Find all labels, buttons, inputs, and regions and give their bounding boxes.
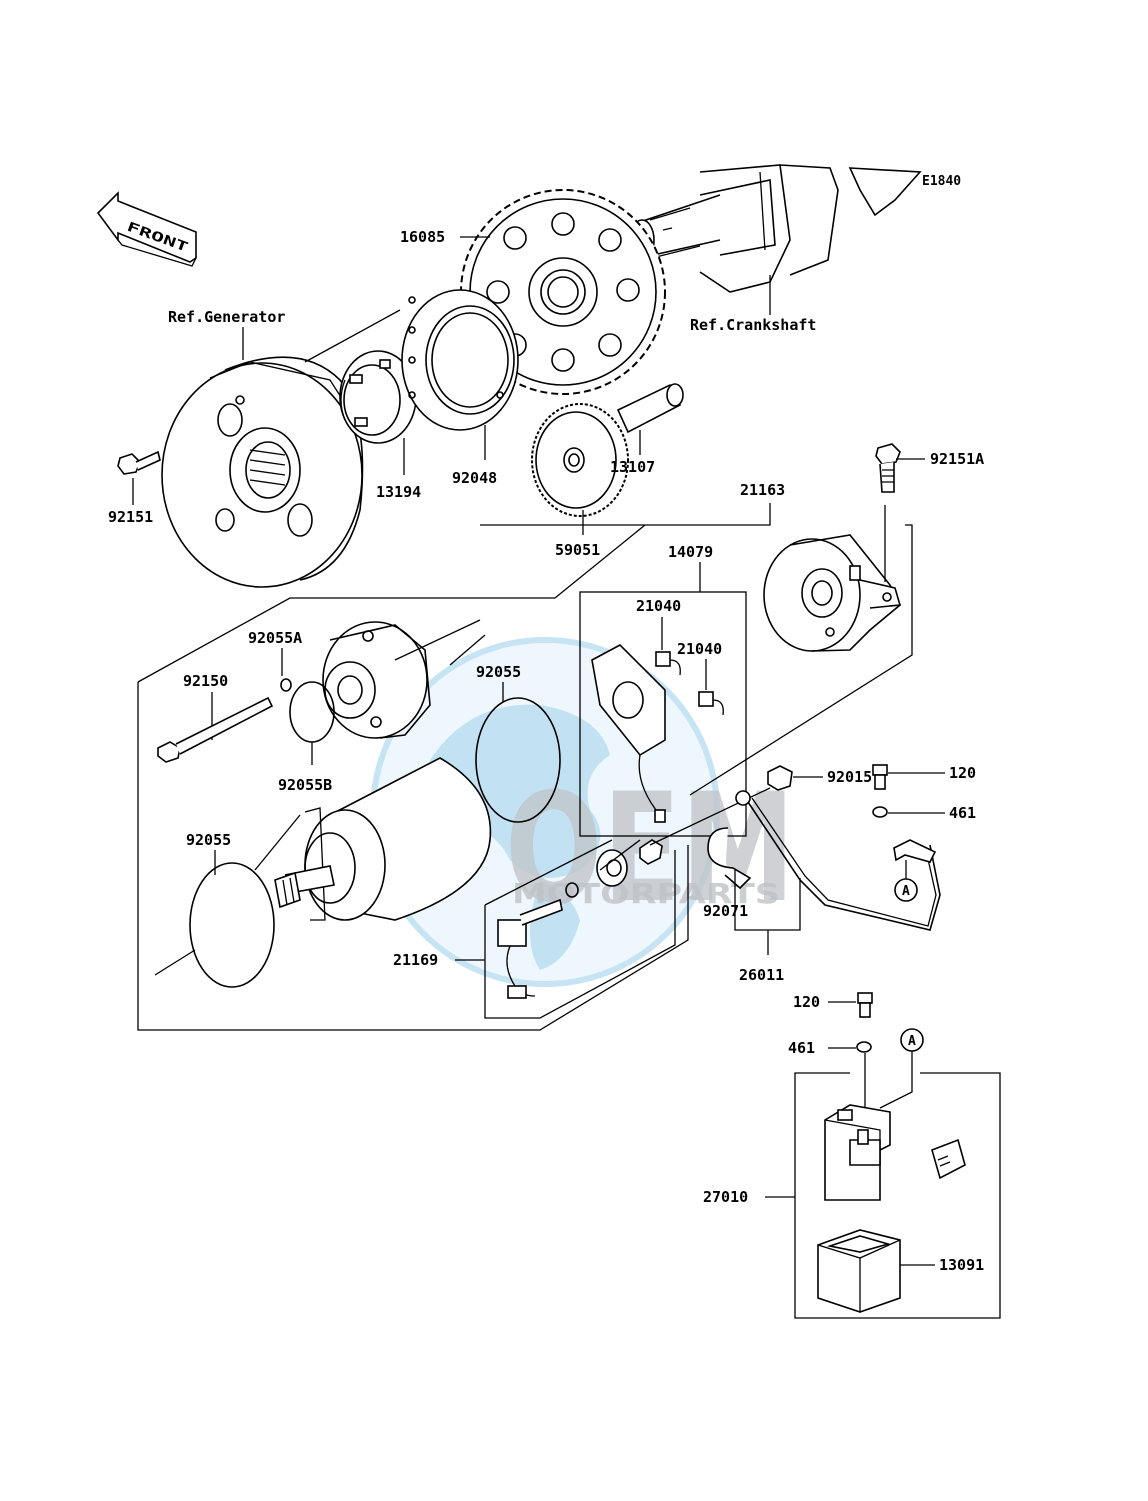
part-label-16085: 16085 <box>400 228 445 246</box>
terminal-insulator <box>596 849 628 887</box>
front-direction-arrow: FRONT <box>96 191 197 267</box>
starter-end-cover-21163 <box>763 534 902 652</box>
o-ring-92055-bottom <box>189 862 275 988</box>
part-label-13107: 13107 <box>610 458 655 476</box>
part-label-14079: 14079 <box>668 543 713 561</box>
part-label-59051: 59051 <box>555 541 600 559</box>
part-label-92151: 92151 <box>108 508 153 526</box>
part-label-92055A: 92055A <box>248 629 302 647</box>
callout-a-lower-letter: A <box>908 1034 916 1049</box>
part-label-92048: 92048 <box>452 469 497 487</box>
front-cover <box>322 621 431 739</box>
part-label-92055-top: 92055 <box>476 663 521 681</box>
o-ring-92055A <box>280 678 292 692</box>
part-label-13194: 13194 <box>376 483 421 501</box>
ref-generator-label: Ref.Generator <box>168 308 285 326</box>
starter-cable-26011 <box>707 790 941 931</box>
ref-crankshaft-label: Ref.Crankshaft <box>690 316 816 334</box>
bolt-92151 <box>117 450 161 475</box>
terminal-bolt-21169 <box>497 898 563 999</box>
nut-92015 <box>767 765 793 791</box>
part-label-92071: 92071 <box>703 902 748 920</box>
brush-21040-a <box>655 651 681 676</box>
part-label-461-upper: 461 <box>949 804 976 822</box>
part-label-21163: 21163 <box>740 481 785 499</box>
part-label-21040-a: 21040 <box>636 597 681 615</box>
part-label-92151A: 92151A <box>930 450 984 468</box>
callout-a-upper-letter: A <box>902 884 910 899</box>
part-label-21040-b: 21040 <box>677 640 722 658</box>
generator-rotor <box>161 356 364 588</box>
screw-120-upper <box>872 764 888 790</box>
terminal-nut <box>639 839 663 865</box>
bolt-92151A <box>875 443 901 493</box>
relay-group-box <box>794 1072 1001 1319</box>
part-label-26011: 26011 <box>739 966 784 984</box>
crankshaft <box>629 164 922 315</box>
starter-motor-yoke <box>274 757 492 921</box>
part-label-92055B: 92055B <box>278 776 332 794</box>
washer-461-upper <box>872 806 888 818</box>
brush-21040-b <box>698 691 724 716</box>
part-label-92015: 92015 <box>827 768 872 786</box>
idle-gear-59051 <box>531 403 629 517</box>
relay-cover-13091 <box>817 1229 901 1313</box>
brush-holder-group-box <box>579 591 747 837</box>
part-label-461-lower: 461 <box>788 1039 815 1057</box>
washer-461-lower <box>856 1041 872 1053</box>
o-ring-92055B <box>289 681 335 743</box>
thrust-plate-92048 <box>401 289 519 431</box>
part-label-13091: 13091 <box>939 1256 984 1274</box>
brush-holder-14079 <box>591 644 666 823</box>
o-ring-92055-top <box>475 697 561 823</box>
diagram-code: E1840 <box>922 174 961 189</box>
starter-relay-27010 <box>824 1104 891 1201</box>
one-way-clutch-13194 <box>339 350 417 444</box>
bracket <box>893 839 937 863</box>
part-label-120-upper: 120 <box>949 764 976 782</box>
terminal-washer <box>565 882 579 898</box>
part-label-92055-bottom: 92055 <box>186 831 231 849</box>
part-label-120-lower: 120 <box>793 993 820 1011</box>
through-bolt-92150 <box>157 696 274 763</box>
screw-120-lower <box>857 992 873 1018</box>
part-label-27010: 27010 <box>703 1188 748 1206</box>
part-label-92150: 92150 <box>183 672 228 690</box>
fuse <box>931 1138 966 1180</box>
shaft-13107 <box>616 383 684 434</box>
part-label-21169: 21169 <box>393 951 438 969</box>
